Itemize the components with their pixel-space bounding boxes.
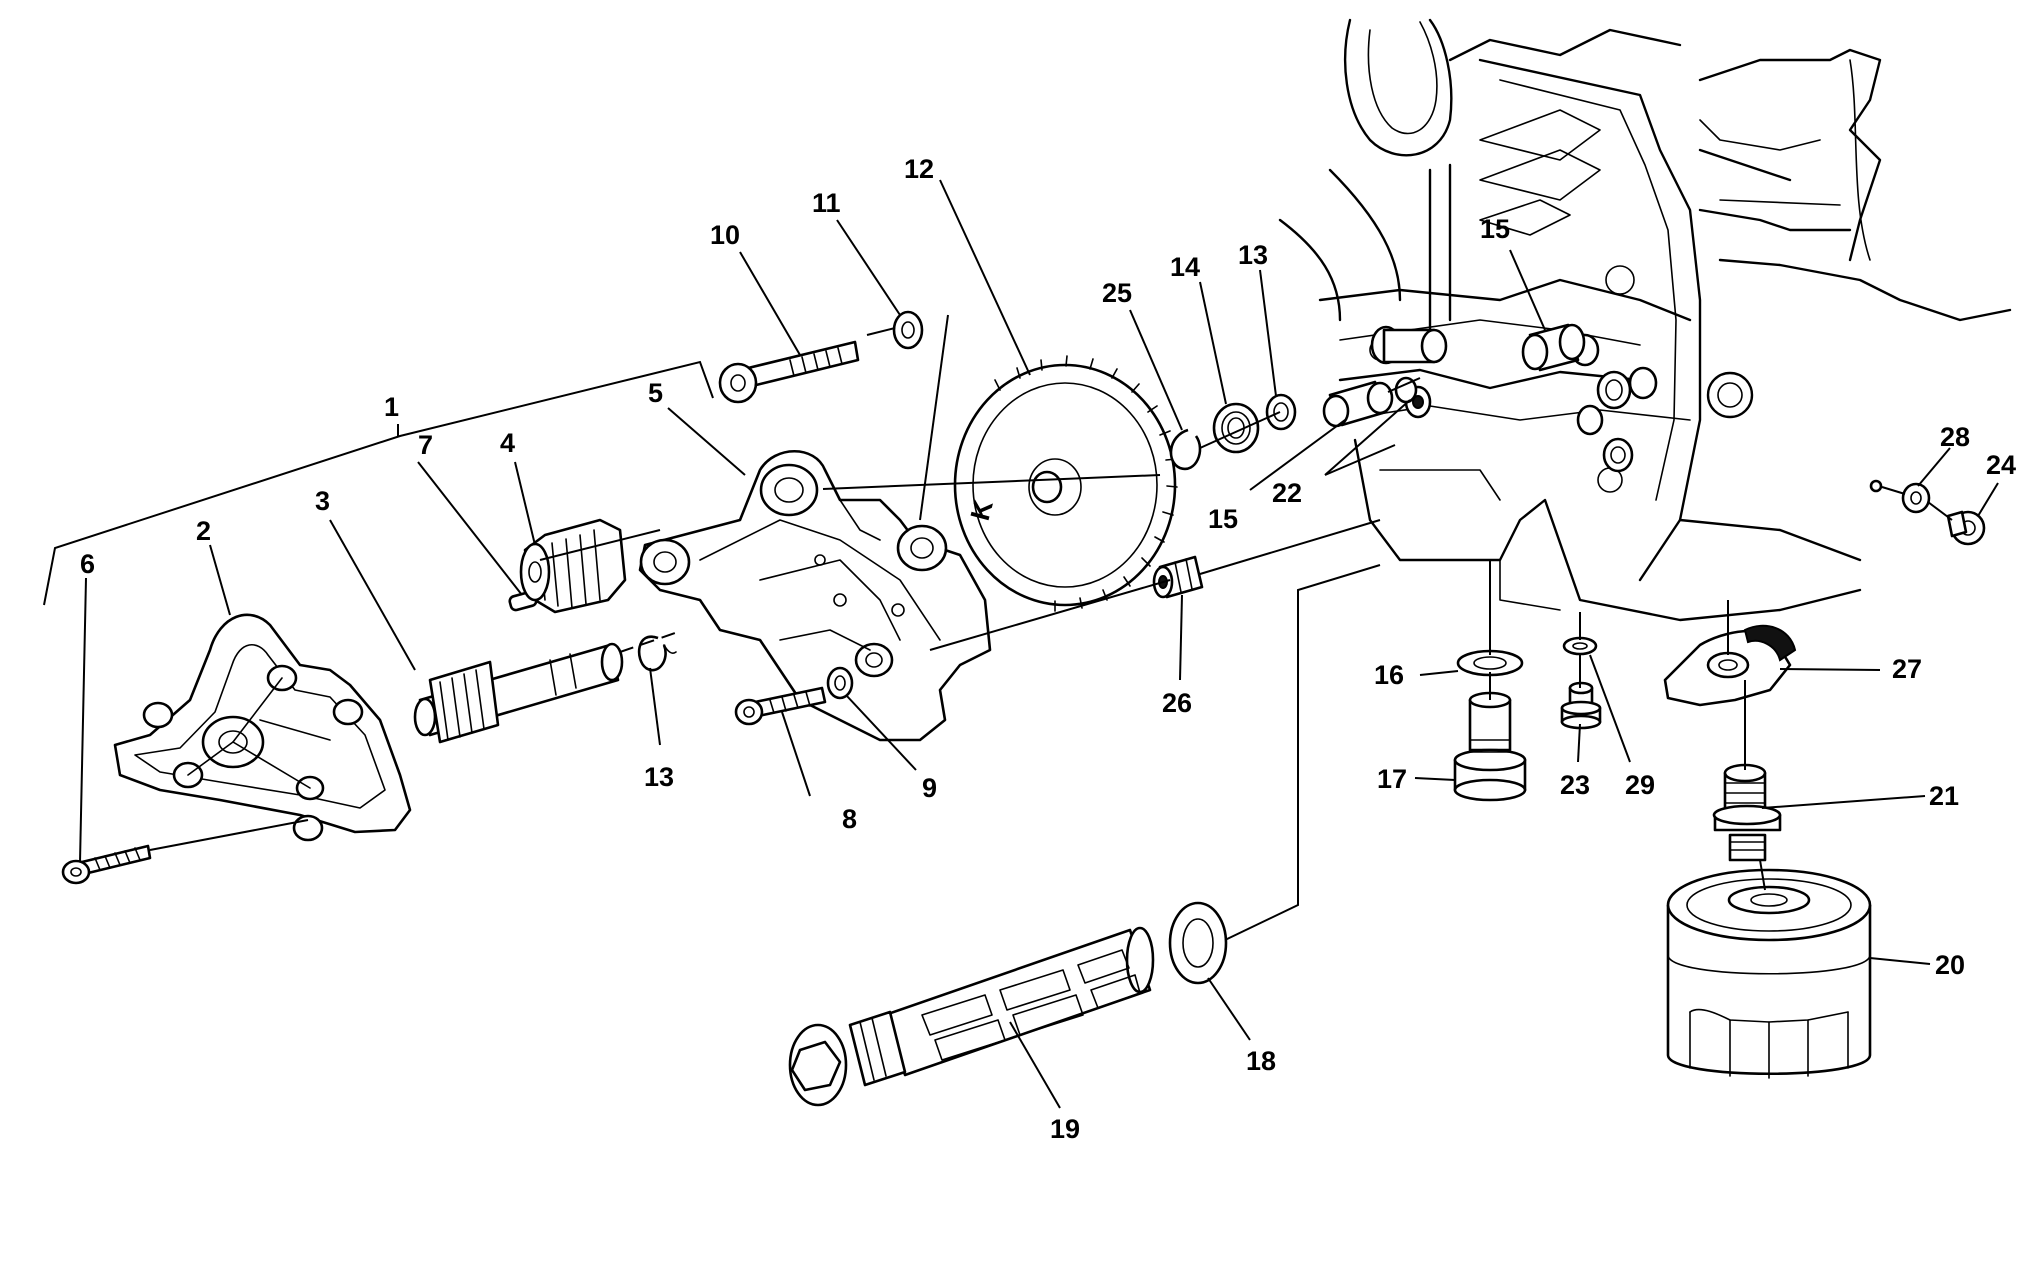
- plug-part-23: [1560, 681, 1602, 730]
- screw-part-8: [734, 686, 827, 726]
- callout-9: 9: [922, 773, 937, 803]
- crankcase-housing: [1278, 18, 2012, 622]
- washer-part-11: [892, 310, 924, 350]
- pump-shaft-part-3: [413, 642, 624, 744]
- callout-17: 17: [1377, 764, 1407, 794]
- circlip-part-13-left: [637, 635, 677, 672]
- callout-22: 22: [1272, 478, 1302, 508]
- callout-16: 16: [1374, 660, 1404, 690]
- callout-labels: 1 2 3 4 5 6 7 8 9 10 11 12 13 13 14 15 1…: [80, 154, 2016, 1144]
- bushing-part-15-lower: [1322, 380, 1394, 428]
- ring-part-13-right: [1265, 393, 1297, 431]
- pump-body-part-5: [638, 449, 992, 742]
- bracket-part-27: [1663, 624, 1797, 707]
- circlip-part-25: [1169, 428, 1202, 471]
- screw-part-10: [718, 340, 860, 404]
- washer-part-29: [1562, 636, 1598, 656]
- callout-10: 10: [710, 220, 740, 250]
- callout-leaders: [43, 179, 1999, 1109]
- callout-12: 12: [904, 154, 934, 184]
- callout-4: 4: [500, 428, 515, 458]
- callout-24: 24: [1986, 450, 2016, 480]
- pump-cover-part-2: [113, 613, 412, 842]
- drain-plug-part-17: [1453, 691, 1527, 802]
- insert-part-26: [1152, 555, 1204, 599]
- callout-21: 21: [1929, 781, 1959, 811]
- callout-5: 5: [648, 378, 663, 408]
- callout-13-right: 13: [1238, 240, 1268, 270]
- screw-part-6: [61, 844, 152, 885]
- callout-6: 6: [80, 549, 95, 579]
- callout-14: 14: [1170, 252, 1200, 282]
- callout-28: 28: [1940, 422, 1970, 452]
- callout-27: 27: [1892, 654, 1922, 684]
- callout-23: 23: [1560, 770, 1590, 800]
- assembly-lines: [149, 327, 1953, 941]
- callout-15-upper: 15: [1480, 214, 1510, 244]
- callout-25: 25: [1102, 278, 1132, 308]
- callout-3: 3: [315, 486, 330, 516]
- callout-7: 7: [418, 430, 433, 460]
- callout-18: 18: [1246, 1046, 1276, 1076]
- drive-gear-part-12: K: [953, 355, 1178, 612]
- washer-part-28: [1869, 479, 1931, 514]
- washer-part-18: [1168, 901, 1228, 985]
- bearing-part-14: [1212, 402, 1260, 454]
- callout-29: 29: [1625, 770, 1655, 800]
- callout-11: 11: [812, 188, 841, 218]
- callout-8: 8: [842, 804, 857, 834]
- filter-screen-part-19: [788, 926, 1155, 1107]
- callout-19: 19: [1050, 1114, 1080, 1144]
- callout-26: 26: [1162, 688, 1192, 718]
- bushing-part-15-upper: [1521, 323, 1586, 372]
- oil-filter-part-20: [1666, 868, 1872, 1079]
- screw-part-24: [1946, 510, 1986, 546]
- nipple-part-21: [1712, 763, 1782, 862]
- callout-13-left: 13: [644, 762, 674, 792]
- callout-20: 20: [1935, 950, 1965, 980]
- callout-2: 2: [196, 516, 211, 546]
- washer-part-9: [826, 666, 854, 700]
- o-ring-part-22: [1394, 376, 1432, 419]
- pump-gear-part-4: [519, 518, 627, 614]
- callout-1: 1: [384, 392, 399, 422]
- callout-15-lower: 15: [1208, 504, 1238, 534]
